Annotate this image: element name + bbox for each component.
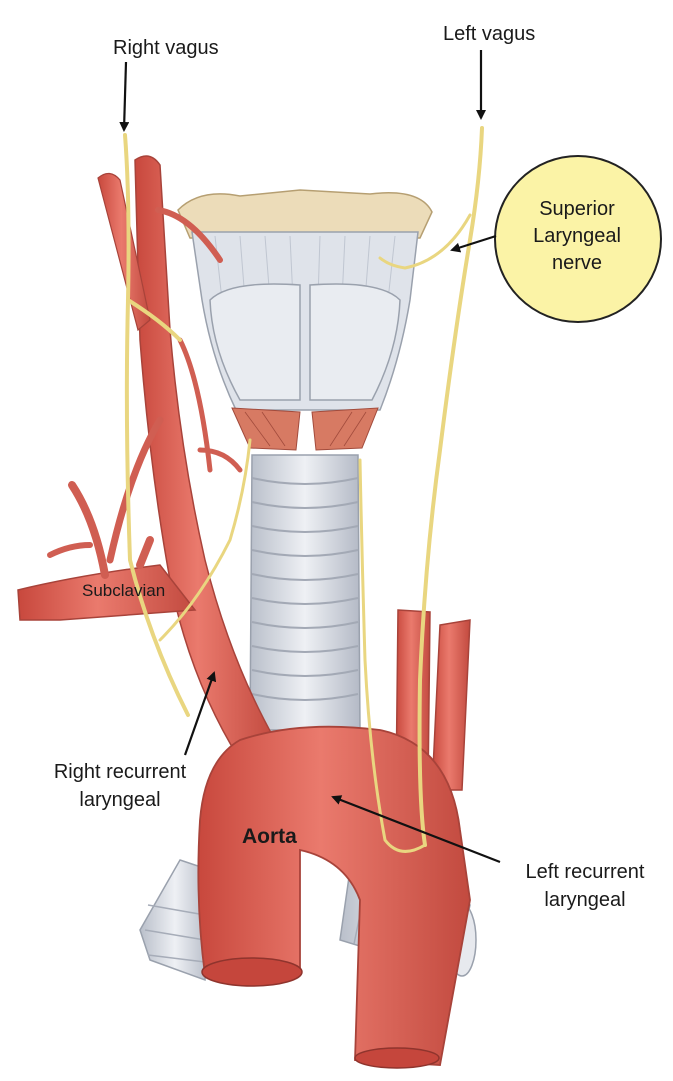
arrow-right-vagus (124, 62, 126, 130)
trachea (250, 455, 360, 730)
label-left-recurrent-line1: Left recurrent (505, 860, 665, 884)
label-right-recurrent-line2: laryngeal (30, 788, 210, 812)
label-aorta: Aorta (242, 825, 297, 849)
label-right-vagus: Right vagus (113, 36, 219, 60)
label-superior-laryngeal-line3: nerve (492, 250, 662, 277)
label-superior-laryngeal: Superior Laryngeal nerve (492, 196, 662, 277)
label-left-recurrent-line2: laryngeal (505, 888, 665, 912)
label-left-vagus: Left vagus (443, 22, 535, 46)
label-left-recurrent: Left recurrent laryngeal (505, 860, 665, 912)
label-subclavian: Subclavian (82, 579, 165, 603)
arrow-superior-laryngeal (452, 236, 496, 250)
larynx (178, 190, 432, 450)
aortic-arch (198, 727, 470, 1068)
label-right-recurrent: Right recurrent laryngeal (30, 760, 210, 812)
label-superior-laryngeal-line1: Superior (492, 196, 662, 223)
label-right-recurrent-line1: Right recurrent (30, 760, 210, 784)
label-superior-laryngeal-line2: Laryngeal (492, 223, 662, 250)
